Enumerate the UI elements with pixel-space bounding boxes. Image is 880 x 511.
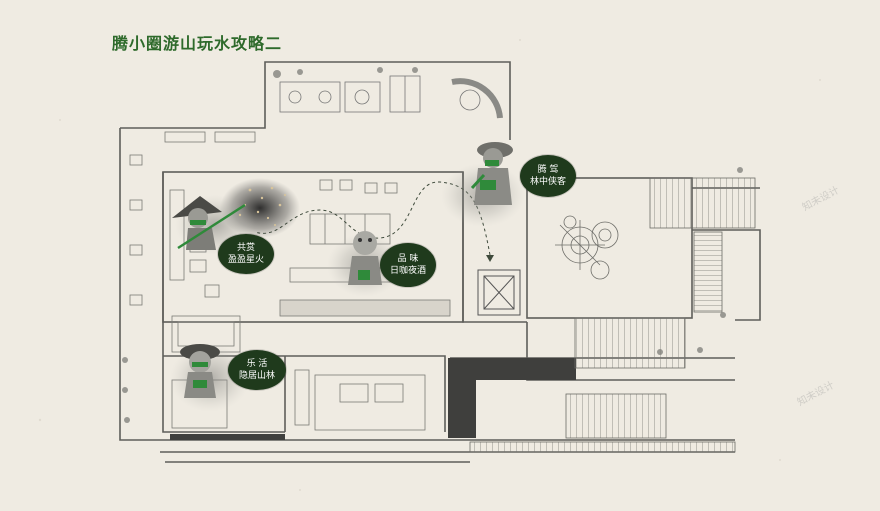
badge-pinwei-line2: 日咖夜酒 [389, 266, 426, 276]
badge-tengjia-line1: 腾 驾 [537, 165, 559, 175]
badge-lehuo-line2: 隐居山林 [238, 371, 275, 381]
badge-lehuo-line1: 乐 活 [246, 359, 268, 369]
plants [122, 67, 743, 423]
elevator [477, 269, 521, 316]
badge-pinwei: 品 味 日咖夜酒 [380, 243, 436, 287]
paper-texture [38, 39, 821, 491]
badge-gongshang: 共赏 盈盈星火 [218, 234, 274, 274]
figure-lehuo [180, 344, 220, 398]
badge-tengjia-line2: 林中侠客 [529, 177, 566, 187]
badge-pinwei-line1: 品 味 [397, 254, 419, 264]
figure-pinwei [348, 231, 382, 285]
patio-pattern [555, 215, 619, 280]
upper-deck-furniture [279, 75, 503, 119]
badge-lehuo: 乐 活 隐居山林 [228, 350, 286, 390]
corridor-blocks [170, 358, 576, 440]
stairs [469, 177, 756, 453]
badge-tengjia: 腾 驾 林中侠客 [520, 155, 576, 197]
badge-gongshang-line2: 盈盈星火 [227, 255, 264, 265]
badge-gongshang-line1: 共赏 [236, 243, 255, 253]
hall-furniture [129, 131, 451, 317]
figure-tengjia [470, 142, 513, 205]
page-title: 腾小圈游山玩水攻略二 [112, 34, 283, 53]
figure-gongshang [172, 196, 246, 250]
